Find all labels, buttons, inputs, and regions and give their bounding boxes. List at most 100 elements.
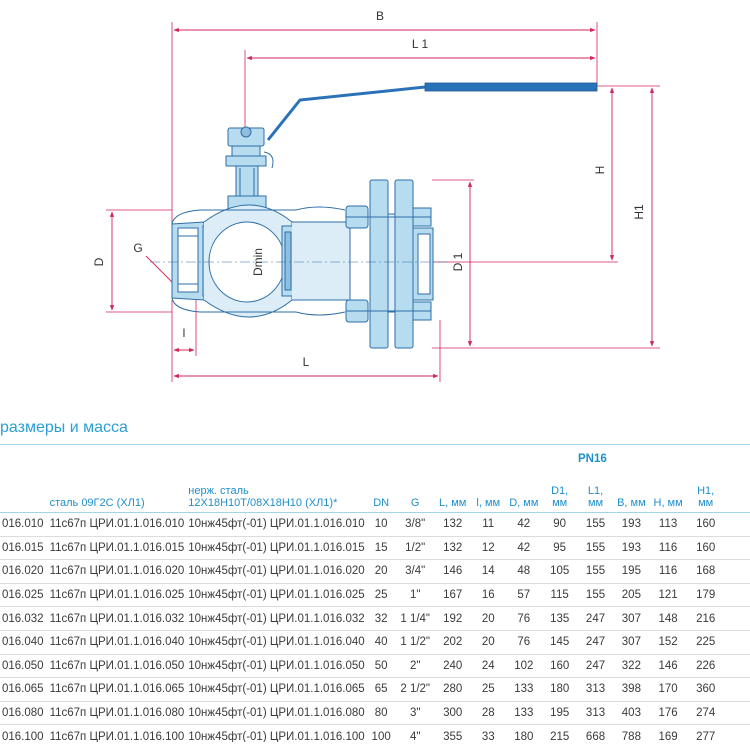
table-row: 016.050 11с67п ЦРИ.01.1.016.050 10нж45фт… — [0, 654, 750, 679]
cell-steel: 11с67п ЦРИ.01.1.016.025 — [47, 583, 187, 608]
cell-g: 3/4" — [395, 559, 435, 584]
cell-B: 398 — [613, 677, 650, 702]
table-body: 016.010 11с67п ЦРИ.01.1.016.010 10нж45фт… — [0, 512, 750, 742]
dim-label-D: D — [92, 257, 106, 266]
table-row: 016.010 11с67п ЦРИ.01.1.016.010 10нж45фт… — [0, 512, 750, 537]
cell-stainless: 10нж45фт(-01) ЦРИ.01.1.016.080 — [186, 701, 367, 726]
cell-L: 240 — [434, 654, 471, 679]
cell-D: 180 — [505, 724, 542, 742]
table-row: 016.100 11с67п ЦРИ.01.1.016.100 10нж45фт… — [0, 724, 750, 742]
cell-code: 016.050 — [0, 654, 48, 679]
dim-label-G: G — [133, 241, 142, 255]
cell-code: 016.032 — [0, 606, 48, 631]
cell-H: 116 — [649, 559, 687, 584]
cell-H1: 216 — [686, 606, 725, 631]
cell-stainless: 10нж45фт(-01) ЦРИ.01.1.016.040 — [186, 630, 367, 655]
table-row: 016.040 11с67п ЦРИ.01.1.016.040 10нж45фт… — [0, 630, 750, 655]
table-row: 016.032 11с67п ЦРИ.01.1.016.032 10нж45фт… — [0, 606, 750, 631]
cell-D: 57 — [505, 583, 542, 608]
cell-B: 403 — [613, 701, 650, 726]
cell-L1: 155 — [577, 583, 614, 608]
cell-g: 2" — [395, 654, 435, 679]
cell-stainless: 10нж45фт(-01) ЦРИ.01.1.016.015 — [186, 536, 367, 561]
col-header-L1: L1, мм — [577, 467, 614, 513]
cell-stainless: 10нж45фт(-01) ЦРИ.01.1.016.010 — [186, 512, 367, 537]
cell-D1: 135 — [541, 606, 578, 631]
cell-steel: 11с67п ЦРИ.01.1.016.040 — [47, 630, 187, 655]
cell-L: 132 — [434, 536, 471, 561]
cell-D: 42 — [505, 512, 542, 537]
cell-L: 355 — [434, 724, 471, 742]
cell-l: 20 — [470, 630, 506, 655]
cell-B: 322 — [613, 654, 650, 679]
cell-B: 307 — [613, 630, 650, 655]
dim-label-B: B — [376, 9, 384, 23]
cell-D: 133 — [505, 701, 542, 726]
valve-flange — [345, 179, 434, 349]
col-header-g: G — [395, 467, 435, 513]
dimension-labels: B L 1 H H1 D G Dmin D 1 l L — [92, 9, 646, 369]
cell-L1: 247 — [577, 630, 614, 655]
cell-l: 25 — [470, 677, 506, 702]
ball-valve-drawing: B L 1 H H1 D G Dmin D 1 l L — [92, 9, 660, 382]
cell-l: 14 — [470, 559, 506, 584]
cell-stainless: 10нж45фт(-01) ЦРИ.01.1.016.032 — [186, 606, 367, 631]
cell-L: 192 — [434, 606, 471, 631]
cell-H: 116 — [649, 536, 687, 561]
cell-g: 1 1/2" — [395, 630, 435, 655]
cell-stainless: 10нж45фт(-01) ЦРИ.01.1.016.065 — [186, 677, 367, 702]
dim-label-D1: D 1 — [451, 252, 465, 271]
cell-dn: 40 — [366, 630, 396, 655]
cell-B: 193 — [613, 512, 650, 537]
col-header-B: B, мм — [613, 467, 650, 513]
cell-code: 016.080 — [0, 701, 48, 726]
cell-H: 148 — [649, 606, 687, 631]
valve-handle — [266, 82, 598, 141]
cell-steel: 11с67п ЦРИ.01.1.016.080 — [47, 701, 187, 726]
cell-code: 016.010 — [0, 512, 48, 537]
cell-L: 146 — [434, 559, 471, 584]
col-header-steel: сталь 09Г2С (ХЛ1) — [47, 467, 187, 513]
dim-label-H: H — [593, 166, 607, 175]
section-title: размеры и масса — [0, 419, 128, 436]
cell-dn: 80 — [366, 701, 396, 726]
pn-label: PN16 — [577, 453, 607, 465]
valve-stem — [225, 126, 274, 213]
cell-code: 016.065 — [0, 677, 48, 702]
dim-label-L: L — [303, 355, 310, 369]
cell-D: 48 — [505, 559, 542, 584]
cell-g: 1" — [395, 583, 435, 608]
cell-g: 1/2" — [395, 536, 435, 561]
cell-D1: 215 — [541, 724, 578, 742]
cell-H1: 160 — [686, 512, 725, 537]
cell-steel: 11с67п ЦРИ.01.1.016.015 — [47, 536, 187, 561]
cell-l: 28 — [470, 701, 506, 726]
cell-H1: 360 — [686, 677, 725, 702]
cell-B: 307 — [613, 606, 650, 631]
cell-g: 1 1/4" — [395, 606, 435, 631]
col-header-D1: D1, мм — [541, 467, 578, 513]
cell-g: 3/8" — [395, 512, 435, 537]
table-pn-row: PN16 — [0, 447, 750, 467]
cell-l: 24 — [470, 654, 506, 679]
cell-D1: 180 — [541, 677, 578, 702]
cell-g: 3" — [395, 701, 435, 726]
cell-L1: 155 — [577, 512, 614, 537]
cell-H: 176 — [649, 701, 687, 726]
cell-L1: 247 — [577, 606, 614, 631]
col-header-stainless: нерж. сталь 12Х18Н10Т/08Х18Н10 (ХЛ1)* — [186, 467, 367, 513]
cell-steel: 11с67п ЦРИ.01.1.016.032 — [47, 606, 187, 631]
cell-steel: 11с67п ЦРИ.01.1.016.050 — [47, 654, 187, 679]
cell-code: 016.025 — [0, 583, 48, 608]
cell-code: 016.100 — [0, 724, 48, 742]
cell-D1: 90 — [541, 512, 578, 537]
cell-dn: 15 — [366, 536, 396, 561]
cell-H1: 226 — [686, 654, 725, 679]
col-header-D: D, мм — [505, 467, 542, 513]
cell-H: 152 — [649, 630, 687, 655]
cell-D1: 95 — [541, 536, 578, 561]
cell-dn: 50 — [366, 654, 396, 679]
table-row: 016.025 11с67п ЦРИ.01.1.016.025 10нж45фт… — [0, 583, 750, 608]
cell-stainless: 10нж45фт(-01) ЦРИ.01.1.016.025 — [186, 583, 367, 608]
cell-D1: 145 — [541, 630, 578, 655]
